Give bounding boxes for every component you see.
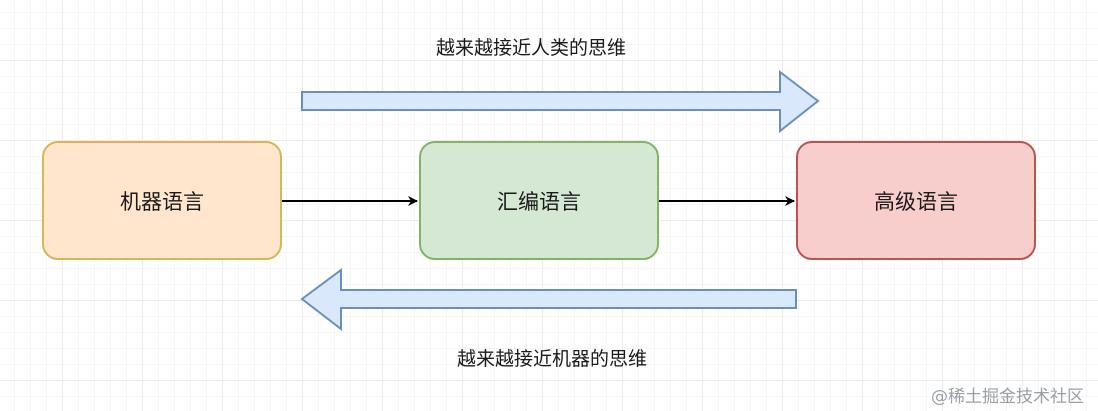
block-arrow-right [301,69,820,134]
node-high-level-language: 高级语言 [796,141,1036,260]
node-assembly-language: 汇编语言 [419,141,659,260]
watermark: @稀土掘金技术社区 [931,387,1084,407]
caption-closer-to-human: 越来越接近人类的思维 [436,37,627,59]
node-high-level-language-label: 高级语言 [874,189,958,214]
caption-closer-to-machine: 越来越接近机器的思维 [457,348,648,370]
node-assembly-language-label: 汇编语言 [497,189,581,214]
node-machine-language: 机器语言 [42,141,282,260]
block-arrow-left [300,268,797,332]
node-machine-language-label: 机器语言 [120,189,204,214]
